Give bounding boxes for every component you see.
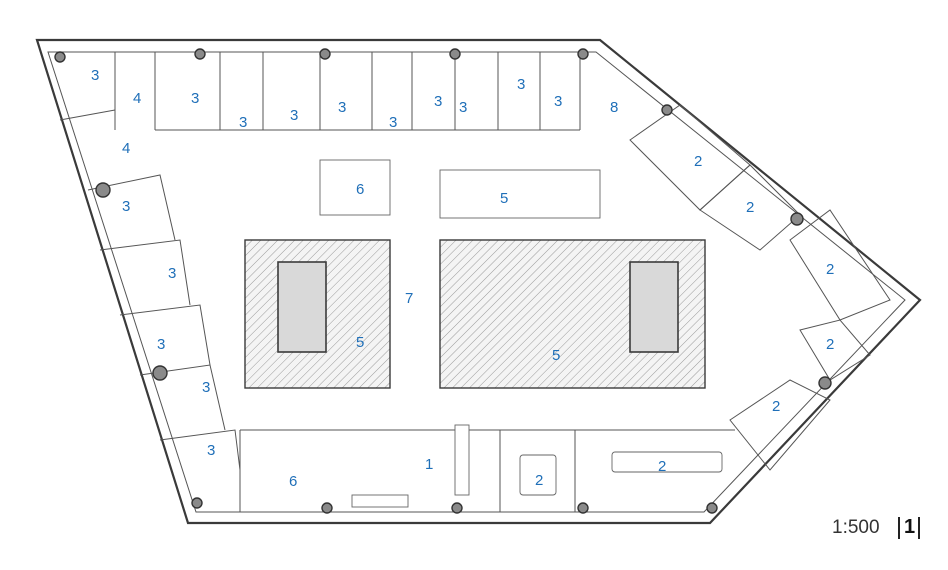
column [451, 502, 463, 514]
reception-desk [454, 424, 470, 496]
column [54, 51, 66, 63]
room-label: 2 [746, 199, 754, 216]
left-office-partitions [59, 109, 241, 471]
kitchen-counter [351, 494, 409, 508]
stair-west [277, 261, 327, 353]
column [706, 502, 718, 514]
room-label: 1 [425, 456, 433, 473]
building-outline-inner [47, 51, 906, 513]
room-label: 3 [517, 76, 525, 93]
room-label: 2 [826, 336, 834, 353]
column [194, 48, 206, 60]
room-label: 2 [772, 398, 780, 415]
room-label: 4 [133, 90, 141, 107]
room-label: 2 [694, 153, 702, 170]
room-label: 3 [157, 336, 165, 353]
room-label: 8 [610, 99, 618, 116]
wc-block-north [439, 169, 601, 219]
column [321, 502, 333, 514]
column [577, 502, 589, 514]
room-label: 3 [122, 198, 130, 215]
conference-table-large [611, 451, 723, 473]
room-label: 3 [290, 107, 298, 124]
structural-columns [54, 48, 832, 514]
room-labels: 3 4 3 3 3 3 3 3 3 3 3 8 4 6 5 3 3 3 3 2 … [91, 67, 834, 490]
column [818, 376, 832, 390]
column [95, 182, 111, 198]
scale-label: 1:500 [832, 517, 880, 538]
stair-east [629, 261, 679, 353]
page-number: 1 [904, 516, 916, 538]
column [661, 104, 673, 116]
room-label: 7 [405, 290, 413, 307]
column [449, 48, 461, 60]
column [577, 48, 589, 60]
room-label: 3 [207, 442, 215, 459]
room-label: 3 [554, 93, 562, 110]
building-outline [35, 38, 922, 525]
page-number-right-bar [918, 517, 920, 539]
room-label: 3 [389, 114, 397, 131]
wc-block-6 [319, 159, 391, 216]
room-label: 5 [552, 347, 560, 364]
room-label: 2 [535, 472, 543, 489]
room-label: 5 [500, 190, 508, 207]
room-label: 3 [202, 379, 210, 396]
bottom-room-partitions [239, 429, 735, 512]
room-label: 3 [91, 67, 99, 84]
column [152, 365, 168, 381]
room-label: 5 [356, 334, 364, 351]
conference-table-small [519, 454, 557, 496]
room-label: 2 [826, 261, 834, 278]
room-label: 4 [122, 140, 130, 157]
room-label: 3 [239, 114, 247, 131]
room-label: 3 [168, 265, 176, 282]
room-label: 3 [338, 99, 346, 116]
column [790, 212, 804, 226]
column [319, 48, 331, 60]
room-label: 6 [289, 473, 297, 490]
room-label: 3 [191, 90, 199, 107]
column [191, 497, 203, 509]
room-label: 2 [658, 458, 666, 475]
room-label: 3 [434, 93, 442, 110]
page-number-left-bar [898, 517, 900, 539]
top-office-partitions [114, 52, 581, 131]
room-label: 3 [459, 99, 467, 116]
room-label: 6 [356, 181, 364, 198]
